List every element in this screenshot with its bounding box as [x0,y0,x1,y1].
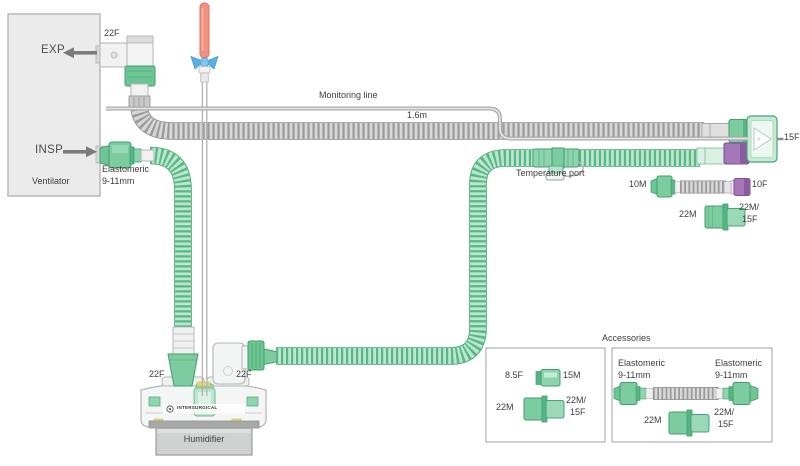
probe-red-plug [199,2,210,59]
acc2-22m15f-label-line1: 22M/ [714,407,735,417]
humidifier-outlet-elbow [212,340,279,385]
insp-connector-label-line1: Elastomeric [102,164,150,174]
acc2-22m15f-label-line2: 15F [718,419,734,429]
luer-wing-icon [190,55,205,70]
adapter-22m15f-label-line2: 15F [742,214,758,224]
temperature-port [532,147,584,181]
acc2-right-elastomeric-line1: Elastomeric [715,358,763,368]
adapter-22m-15f [523,395,565,423]
humidifier-label: Humidifier [183,434,225,444]
adapter-8-5f-15m [535,371,542,385]
luer-wing-icon [204,55,219,70]
monitoring-line-length-label: 1.6m [407,110,428,120]
acc1-15m-label: 15M [563,370,581,380]
monitoring-line-label: Monitoring line [319,90,378,100]
adapter-22m-15f [668,409,710,437]
inspiratory-limb-tube [150,156,183,330]
adapter-10m-label: 10M [629,179,647,189]
patient-end-size-label: 15F [784,132,800,142]
elastomeric-extension-tube [613,382,759,405]
acc1-8-5f-label: 8.5F [505,370,524,380]
temperature-probe [190,2,219,396]
exp-elbow-connector [99,35,156,87]
adapter-10m-10f [650,175,751,198]
adapter-22m [704,203,746,231]
insp-connector-label-line2: 9-11mm [102,176,135,186]
exp-elbow-outlet [128,83,151,109]
ventilator-box [7,13,104,197]
insp-label: INSP [35,144,64,156]
insp-limb-end-connector [696,142,750,165]
insp-elastomeric-connector [99,141,155,169]
adapter-22m15f-label-line1: 22M/ [739,202,760,212]
acc2-left-elastomeric-line2: 9-11mm [618,370,651,380]
ventilator-label: Ventilator [32,176,70,186]
humidifier-outlet-size-label: 22F [236,369,252,379]
temperature-port-label: Temperature port [516,168,585,178]
acc1-22m15f-label-line1: 22M/ [566,395,587,405]
acc2-left-elastomeric-line1: Elastomeric [618,358,666,368]
acc2-right-elastomeric-line2: 9-11mm [715,370,748,380]
acc1-22m-label: 22M [496,402,514,412]
exp-elbow-size-label: 22F [104,28,120,38]
exp-label: EXP [41,44,65,56]
humidifier-inlet-connector [167,326,199,387]
insp-arrow-icon [63,146,97,158]
acc1-22m15f-label-line2: 15F [570,407,586,417]
port-cap-tether [563,160,584,177]
adapter-22m-label: 22M [679,209,697,219]
humidifier-base [148,420,260,456]
humidifier-chamber [140,376,267,428]
adapter-10f-label: 10F [752,179,768,189]
humidifier-inlet-size-label: 22F [149,369,165,379]
accessories-box-2 [611,347,773,443]
acc2-22m-label: 22M [644,415,662,425]
y-piece [746,115,784,163]
accessories-title: Accessories [602,333,651,343]
exp-arrow-icon [63,47,97,59]
port-cap [545,172,565,181]
humidifier-brand-label: INTERSURGICAL [177,405,218,410]
accessories-box-1 [485,347,606,443]
monitoring-line [106,106,748,141]
